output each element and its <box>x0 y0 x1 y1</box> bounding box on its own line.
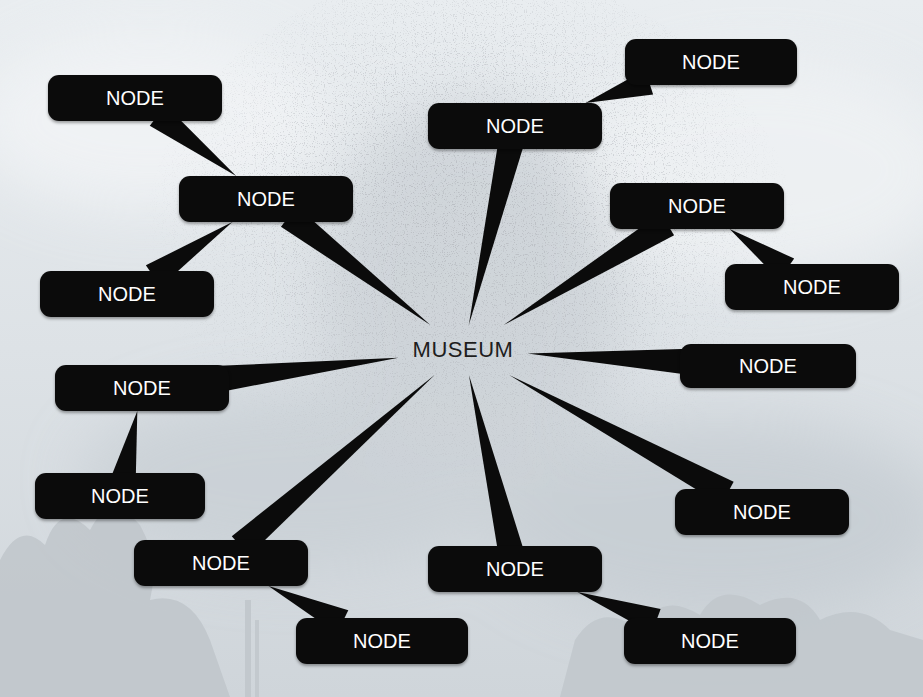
bubble-tail <box>504 213 674 325</box>
bubble-tail <box>509 375 734 505</box>
node-bubble: NODE <box>428 103 602 149</box>
node-bubble: NODE <box>55 365 229 411</box>
node-bubble: NODE <box>680 344 856 388</box>
node-bubble: NODE <box>428 546 602 592</box>
node-label: NODE <box>113 377 171 400</box>
node-bubble: NODE <box>675 489 849 535</box>
node-label: NODE <box>486 115 544 138</box>
bubble-tail <box>528 349 690 375</box>
node-label: NODE <box>106 87 164 110</box>
node-bubble: NODE <box>134 540 308 586</box>
node-label: NODE <box>681 630 739 653</box>
node-label: NODE <box>783 276 841 299</box>
node-bubble: NODE <box>725 264 899 310</box>
bubble-tail <box>469 137 525 325</box>
center-label: MUSEUM <box>413 337 514 363</box>
bubble-tail <box>232 375 435 556</box>
bubble-tail <box>281 206 430 325</box>
node-label: NODE <box>353 630 411 653</box>
node-bubble: NODE <box>610 183 784 229</box>
node-bubble: NODE <box>40 271 214 317</box>
node-label: NODE <box>668 195 726 218</box>
node-label: NODE <box>237 188 295 211</box>
node-label: NODE <box>733 501 791 524</box>
node-bubble: NODE <box>35 473 205 519</box>
node-bubble: NODE <box>48 75 222 121</box>
node-label: NODE <box>192 552 250 575</box>
museum-label: MUSEUM <box>409 335 518 365</box>
node-label: NODE <box>91 485 149 508</box>
node-label: NODE <box>682 51 740 74</box>
node-bubble: NODE <box>296 618 468 664</box>
node-bubble: NODE <box>625 39 797 85</box>
node-bubble: NODE <box>179 176 353 222</box>
node-label: NODE <box>739 355 797 378</box>
node-bubble: NODE <box>624 618 796 664</box>
node-label: NODE <box>98 283 156 306</box>
node-label: NODE <box>486 558 544 581</box>
bubble-tail <box>219 358 399 392</box>
bubble-tail <box>469 375 524 558</box>
